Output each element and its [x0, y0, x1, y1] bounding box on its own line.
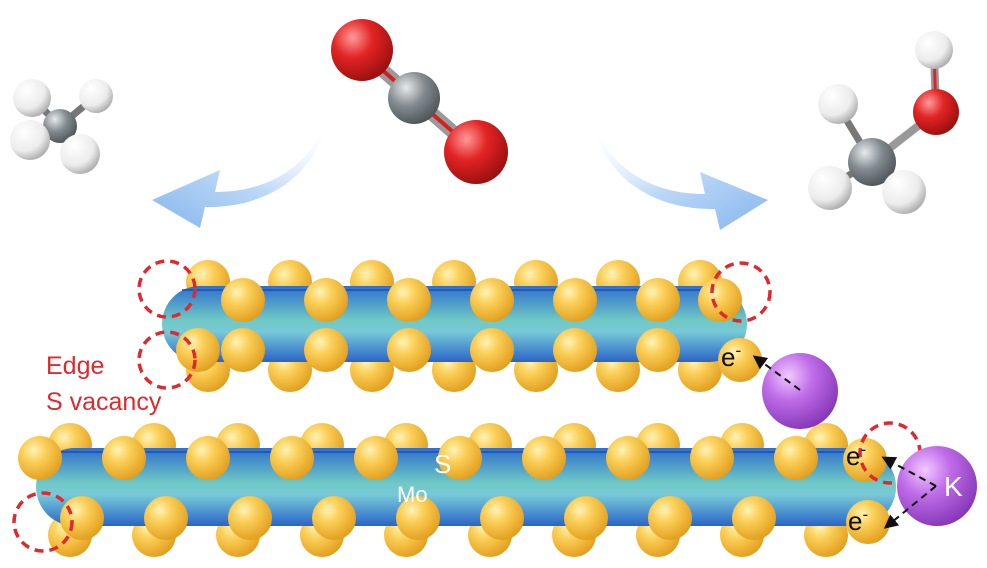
vacancy-marker	[137, 259, 197, 319]
sulfur-atom	[698, 278, 742, 322]
sulfur-atom	[636, 328, 680, 372]
sulfur-atom	[221, 278, 265, 322]
sulfur-atom	[221, 328, 265, 372]
electron-transfer-arrows	[752, 355, 937, 529]
sulfur-atom	[564, 496, 608, 540]
sulfur-atom	[470, 278, 514, 322]
sulfur-atom	[228, 496, 272, 540]
sulfur-label: S	[434, 449, 451, 479]
curved-arrow-right	[595, 128, 768, 230]
sulfur-atom	[60, 496, 104, 540]
potassium-atom	[762, 353, 838, 429]
sulfur-atom	[846, 500, 890, 544]
methane-molecule	[10, 79, 113, 174]
edge-label-line2: S vacancy	[46, 388, 162, 416]
carbon-dioxide-molecule	[331, 19, 508, 184]
sulfur-atom	[522, 436, 566, 480]
edge-label-line1: Edge	[46, 352, 104, 380]
sulfur-atom	[270, 436, 314, 480]
sulfur-atom	[304, 328, 348, 372]
molybdenum-label: Mo	[397, 482, 428, 507]
sulfur-atom	[732, 496, 776, 540]
sulfur-atom	[774, 436, 818, 480]
methanol-molecule	[808, 31, 959, 214]
potassium-label: K	[944, 471, 963, 502]
vacancy-marker	[12, 491, 74, 553]
vacancy-markers	[12, 259, 922, 553]
sulfur-atom	[438, 436, 482, 480]
sulfur-atom	[144, 496, 188, 540]
svg-text:e-: e-	[848, 505, 868, 536]
svg-text:e-: e-	[721, 341, 741, 372]
mos2-layer-upper	[162, 260, 762, 392]
curved-arrow-left	[152, 126, 325, 228]
sulfur-atom	[304, 278, 348, 322]
sulfur-atom	[636, 278, 680, 322]
electron-label: e-	[721, 341, 741, 372]
sulfur-atom	[718, 338, 762, 382]
svg-text:e-: e-	[846, 440, 866, 471]
sulfur-atom	[396, 496, 440, 540]
sulfur-atom	[606, 436, 650, 480]
sulfur-atom	[690, 436, 734, 480]
sulfur-atom	[470, 328, 514, 372]
sulfur-atom	[553, 328, 597, 372]
electron-label: e-	[848, 505, 868, 536]
electron-label: e-	[846, 440, 866, 471]
sulfur-atom	[843, 438, 887, 482]
sulfur-atom	[480, 496, 524, 540]
sulfur-atom	[553, 278, 597, 322]
sulfur-atom	[186, 436, 230, 480]
sulfur-atom	[387, 278, 431, 322]
sulfur-atom	[102, 436, 146, 480]
sulfur-atom	[312, 496, 356, 540]
sulfur-atom	[648, 496, 692, 540]
sulfur-atom	[354, 436, 398, 480]
mos2-layer-lower	[18, 423, 896, 557]
vacancy-marker	[137, 330, 197, 390]
sulfur-atom	[387, 328, 431, 372]
vacancy-marker	[710, 261, 772, 323]
sulfur-atom	[176, 328, 220, 372]
potassium-atom	[897, 446, 977, 526]
sulfur-atom	[18, 436, 62, 480]
